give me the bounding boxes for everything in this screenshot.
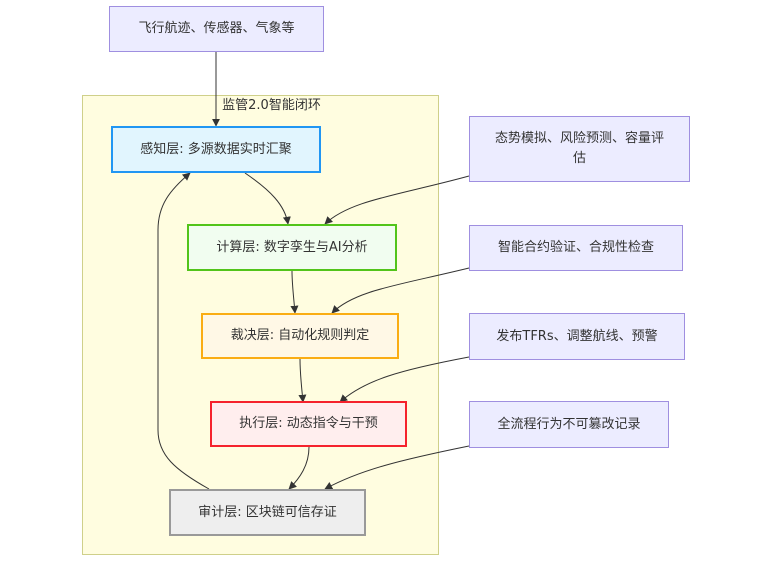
node-perception-layer[interactable]: 感知层: 多源数据实时汇聚 [111,126,321,173]
node-note-decision[interactable]: 智能合约验证、合规性检查 [469,225,683,271]
node-audit-layer[interactable]: 审计层: 区块链可信存证 [169,489,366,536]
node-note-execution[interactable]: 发布TFRs、调整航线、预警 [469,313,685,360]
node-label: 态势模拟、风险预测、容量评估 [494,131,664,166]
node-execution-layer[interactable]: 执行层: 动态指令与干预 [210,401,407,447]
node-label: 执行层: 动态指令与干预 [239,416,378,431]
node-data-sources[interactable]: 飞行航迹、传感器、气象等 [109,6,324,52]
subgraph-title: 监管2.0智能闭环 [222,98,321,113]
node-note-audit[interactable]: 全流程行为不可篡改记录 [469,401,669,448]
node-label: 飞行航迹、传感器、气象等 [138,21,295,36]
node-compute-layer[interactable]: 计算层: 数字孪生与AI分析 [187,224,397,271]
node-label: 审计层: 区块链可信存证 [198,504,337,520]
node-label: 感知层: 多源数据实时汇聚 [140,141,292,157]
node-note-compute[interactable]: 态势模拟、风险预测、容量评估 [469,116,690,182]
node-label: 发布TFRs、调整航线、预警 [496,328,658,344]
node-label: 智能合约验证、合规性检查 [497,240,654,255]
node-label: 裁决层: 自动化规则判定 [230,328,370,343]
node-decision-layer[interactable]: 裁决层: 自动化规则判定 [201,313,399,359]
node-label: 计算层: 数字孪生与AI分析 [216,239,368,255]
node-label: 全流程行为不可篡改记录 [497,416,641,432]
